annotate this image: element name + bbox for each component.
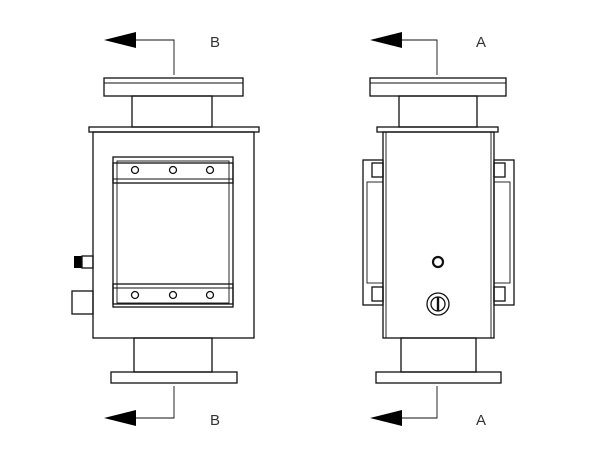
right-handle [493,159,515,306]
top-neck [131,95,213,128]
section-arrow-a-top [370,32,438,75]
drain-plug-icon [426,292,450,316]
top-flange [103,77,244,97]
side-port [71,290,94,315]
bolt-icon [130,165,140,175]
section-arrow-b-bottom [104,386,175,426]
bolt-icon [130,290,140,300]
bolt-icon [168,165,178,175]
section-label-a-top: A [476,34,486,51]
bottom-flange [110,371,238,384]
inspection-hole-icon [431,255,445,269]
bottom-neck [400,337,477,373]
side-plug [74,255,94,269]
top-plate [88,126,260,133]
section-label-b-top: B [210,34,220,51]
bolt-icon [205,165,215,175]
bottom-flange [375,371,502,384]
bolt-icon [168,290,178,300]
top-flange [369,77,507,97]
bolt-icon [205,290,215,300]
section-arrow-a-bottom [370,386,438,426]
section-label-a-bottom: A [476,412,486,429]
bottom-neck [133,337,213,373]
top-neck [398,95,478,128]
view-section-b: B [71,32,260,429]
top-plate [376,126,499,133]
view-section-a: A [362,32,515,429]
lower-rail [112,283,234,305]
magnet-window-frame [112,156,234,308]
section-label-b-bottom: B [210,412,220,429]
upper-rail [112,162,234,184]
left-handle [362,159,384,306]
section-arrow-b-top [104,32,175,75]
